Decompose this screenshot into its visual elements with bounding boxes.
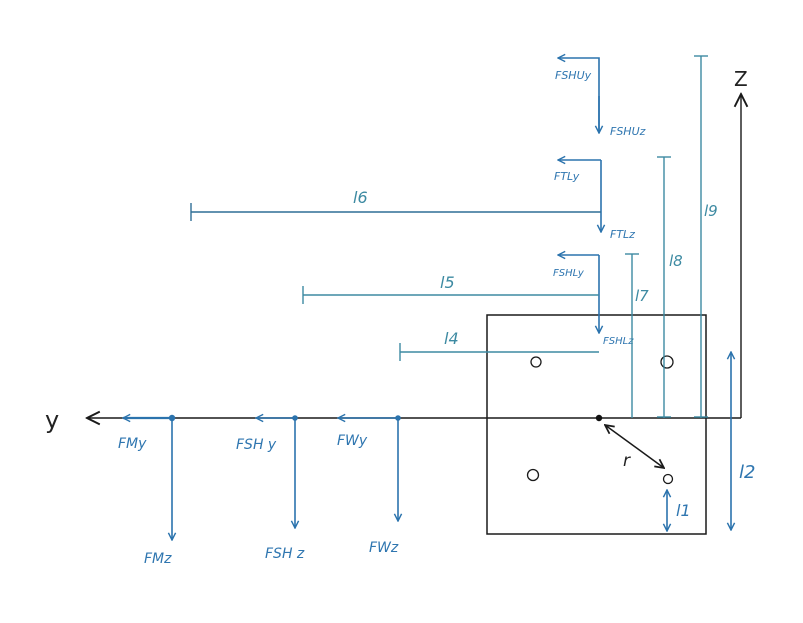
dimension-l5 xyxy=(302,286,599,304)
dimension-l4 xyxy=(399,343,599,361)
origin-point xyxy=(595,414,603,422)
l6-label: l6 xyxy=(353,188,368,207)
l4-label: l4 xyxy=(444,329,459,348)
bolt-hole-top-left xyxy=(530,356,542,368)
l7-label: l7 xyxy=(635,287,649,305)
l8-label: l8 xyxy=(669,252,683,270)
bolt-hole-bottom-right xyxy=(662,473,674,485)
fsh-z-label: FSH z xyxy=(265,546,305,562)
fw-y-label: FWy xyxy=(337,433,368,449)
force-group-shu: FSHUy FSHUz xyxy=(555,58,646,138)
z-axis-label: Z xyxy=(734,67,748,91)
force-group-weight: FWy FWz xyxy=(337,415,401,556)
radius-label: r xyxy=(623,451,631,471)
dimension-l9 xyxy=(694,55,708,418)
fm-y-label: FMy xyxy=(118,436,147,452)
fm-z-label: FMz xyxy=(144,551,172,567)
plate-outline xyxy=(486,314,707,535)
dimension-l8 xyxy=(657,156,671,418)
l1-label: l1 xyxy=(676,501,691,520)
force-group-shl: FSHLy FSHLz xyxy=(553,255,634,347)
l5-label: l5 xyxy=(440,273,455,292)
bolt-holes xyxy=(526,355,674,485)
bolt-hole-bottom-left xyxy=(526,468,540,482)
force-group-shaft: FSH y FSH z xyxy=(236,415,305,562)
l2-label: l2 xyxy=(739,462,755,483)
force-group-motor: FMy FMz xyxy=(118,415,175,567)
dimension-l7 xyxy=(625,253,639,418)
fshl-z-label: FSHLz xyxy=(603,336,634,347)
force-group-tl: FTLy FTLz xyxy=(554,160,635,241)
radius-arrow xyxy=(605,425,664,468)
fshu-y-label: FSHUy xyxy=(555,69,592,82)
y-axis-label: y xyxy=(45,406,59,434)
l9-label: l9 xyxy=(704,202,718,220)
fshl-y-label: FSHLy xyxy=(553,268,585,279)
fw-z-label: FWz xyxy=(369,540,399,556)
ftl-z-label: FTLz xyxy=(610,228,635,241)
dimension-l6 xyxy=(190,203,601,221)
fshu-z-label: FSHUz xyxy=(610,125,646,138)
ftl-y-label: FTLy xyxy=(554,170,580,183)
bolt-hole-top-right xyxy=(660,355,674,369)
fsh-y-label: FSH y xyxy=(236,437,277,453)
